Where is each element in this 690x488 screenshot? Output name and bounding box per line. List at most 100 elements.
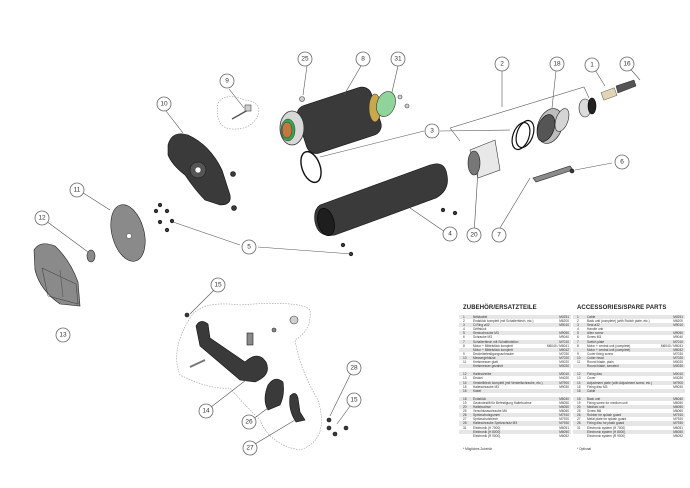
part-number: 14 — [463, 380, 467, 385]
handle-unit-part — [314, 163, 448, 236]
part-number: 28 — [463, 421, 467, 426]
part-code — [543, 389, 571, 393]
svg-text:12: 12 — [38, 215, 46, 222]
part-number: 9 — [463, 351, 465, 356]
part-code: M7930 — [559, 421, 569, 426]
part-number: 6 — [577, 335, 579, 340]
part-name: Rubber for splash guard — [587, 413, 622, 418]
part-number: 12 — [463, 372, 467, 377]
part-number: 15 — [577, 384, 581, 389]
part-code: M6051 — [673, 425, 683, 430]
part-number: 20 — [577, 405, 581, 410]
part-number: 31 — [577, 425, 581, 430]
part-code: M6060 — [559, 409, 569, 414]
part-code: M7030 — [559, 351, 569, 356]
part-number: 25 — [463, 409, 467, 414]
part-name: Back unit (complete) (with Switch plate,… — [587, 319, 650, 324]
parts-list-german-heading: ZUBEHÖR/ERSATZTEILE — [463, 305, 537, 311]
part-name: Electronic system (H 7000) — [587, 425, 626, 430]
part-code: M6042 — [559, 347, 569, 352]
part-code: M7010 — [673, 339, 683, 344]
table-row: Electronic system (H 8000)M6050 — [573, 429, 685, 434]
part-number: 16 — [577, 388, 581, 393]
table-row: Elektronik (R 9000)M6052 — [459, 434, 571, 438]
part-code: M6200 — [673, 319, 683, 324]
part-name: Round blade, serrated — [587, 364, 619, 369]
part-name: Motor + central unit (complete) — [587, 347, 631, 352]
svg-text:5: 5 — [247, 244, 251, 251]
part-number: 8 — [463, 343, 465, 348]
part-name: Seal ø32 — [587, 323, 600, 328]
part-code: M7030 — [673, 351, 683, 356]
part-number — [573, 434, 587, 438]
svg-text:13: 13 — [59, 332, 67, 339]
callout-2: 2 — [494, 56, 510, 72]
part-number: 14 — [577, 380, 581, 385]
part-number: 31 — [463, 425, 467, 430]
parts-list-german-footnote: * Mögliches Zubehör — [463, 446, 493, 451]
cover-fixing-screw-part — [231, 104, 252, 120]
callout-8: 8 — [355, 51, 371, 67]
part-name: Schraube M3 — [473, 335, 492, 340]
seal-rings-part — [511, 119, 535, 151]
part-number: 2 — [577, 319, 579, 324]
table-row: Elektronik (H 8000)M6050 — [459, 429, 571, 434]
part-code: M9040 — [673, 335, 683, 340]
part-code: M9010 — [559, 323, 569, 328]
part-number: 4 — [577, 327, 579, 332]
part-code: M6040 / M6041 — [546, 343, 569, 348]
splash-guard-rubber-part — [264, 378, 284, 411]
fixing-disc-part — [86, 249, 96, 263]
svg-text:4: 4 — [448, 231, 452, 238]
part-name: Fixing disc for plash guard — [587, 421, 625, 426]
part-code: M6050 — [673, 405, 683, 410]
part-code: M0251 — [559, 315, 569, 319]
part-code: M6050 — [559, 400, 569, 405]
parts-list-english-footnote: * Optional — [577, 446, 591, 451]
part-code: M9030 — [559, 384, 569, 389]
part-number: 27 — [577, 417, 581, 422]
part-code: M6040 — [673, 396, 683, 401]
callout-12: 12 — [34, 210, 50, 226]
callout-3: 3 — [424, 123, 440, 139]
cable-connector-part — [600, 79, 637, 101]
part-name: Schalterblech mit Schaltfunktion — [473, 339, 519, 344]
part-name: Endstück komplett (mit Schalterblech, et… — [473, 319, 534, 324]
back-cap-part — [578, 97, 597, 118]
cover-screw-group-outline — [217, 96, 259, 130]
part-name: Fixing disc M3 — [587, 384, 608, 389]
svg-text:15: 15 — [350, 397, 358, 404]
part-code: M0251 — [673, 315, 683, 319]
part-name: Cover — [587, 376, 596, 381]
splash-guard-plate-part — [289, 393, 306, 423]
part-code: M9050 — [673, 331, 683, 336]
part-name: Motor + Mittelstück komplett — [473, 347, 513, 352]
table-row: 2 Back unit (complete) (with Switch plate… — [573, 319, 685, 323]
part-name: Kabel — [473, 388, 482, 393]
svg-text:20: 20 — [470, 232, 478, 239]
part-code: M7900 — [673, 380, 683, 385]
part-code: M7910 — [673, 413, 683, 418]
callout-20: 20 — [466, 227, 482, 243]
